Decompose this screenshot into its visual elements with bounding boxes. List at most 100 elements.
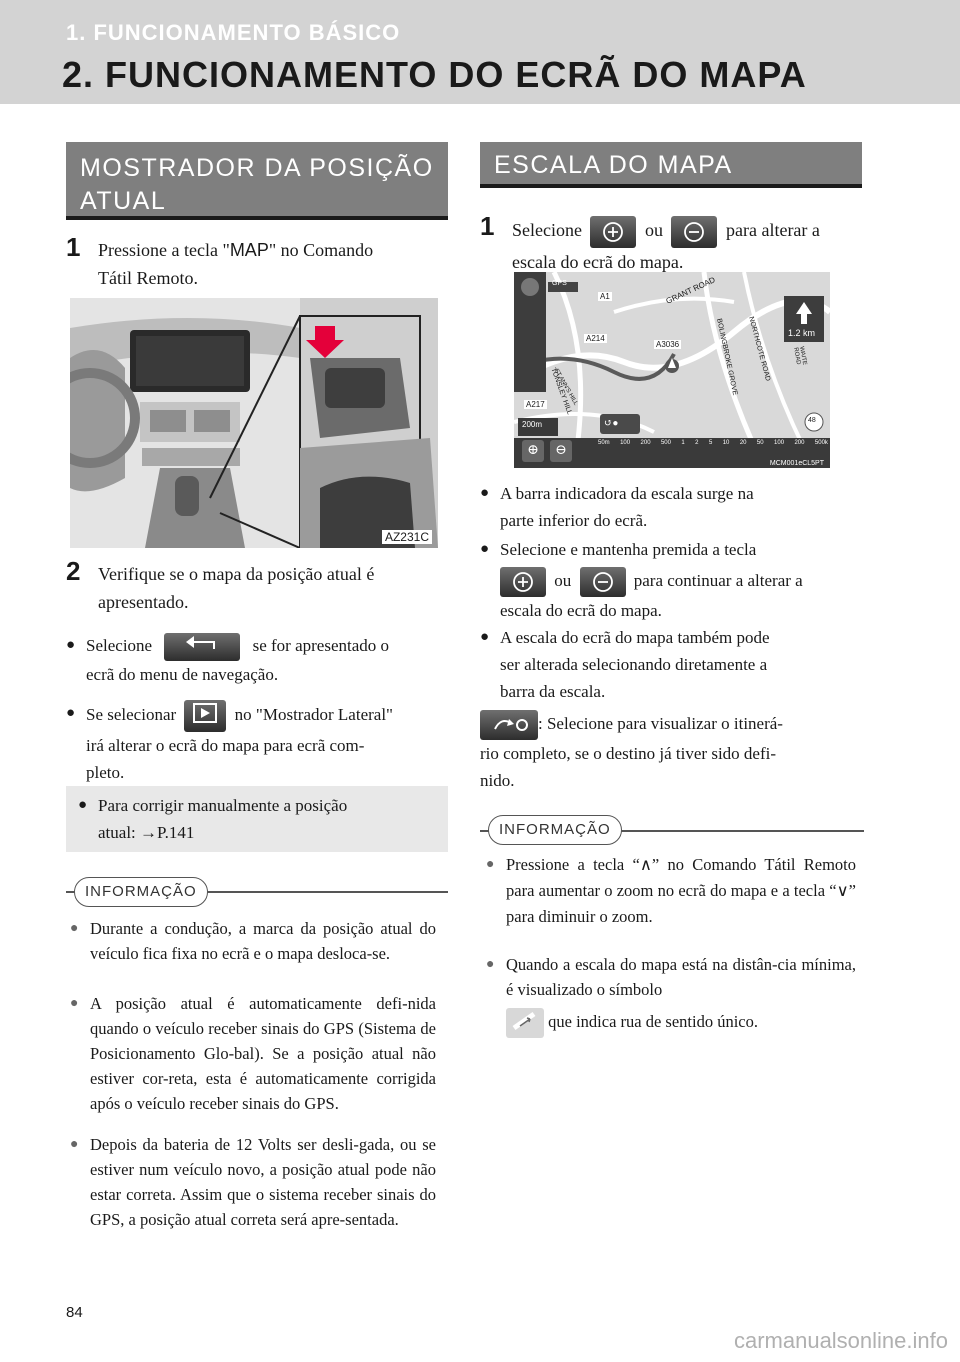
step1-text-a: Pressione a tecla " (98, 240, 230, 260)
scale-tick-label[interactable]: 50 (756, 440, 764, 446)
text: se for apresentado o (252, 636, 390, 655)
scale-tick-label[interactable]: 10 (722, 440, 730, 446)
info-item-2: ● A posição atual é automaticamente defi-… (70, 991, 436, 1116)
back-button[interactable] (164, 633, 241, 662)
bullet-dot-icon: ● (70, 921, 79, 936)
back-arrow-icon (186, 636, 216, 650)
map-screenshot: GPS A1 A214 A3036 A217 GRANT ROAD TONSLE… (514, 272, 830, 468)
text: irá alterar o ecrã do mapa para ecrã com… (86, 736, 365, 755)
section-title: 1. FUNCIONAMENTO BÁSICO (66, 20, 401, 45)
scale-tick-label[interactable]: 200 (640, 440, 651, 446)
text: Para corrigir manualmente a posição (98, 796, 348, 815)
text: Selecione e mantenha premida a tecla (500, 540, 757, 559)
scale-tick-label[interactable]: 50m (598, 440, 610, 446)
scale-tick-label[interactable]: 20 (739, 440, 747, 446)
map-road-label: A217 (524, 400, 547, 409)
bullet-direct-select: ● A escala do ecrã do mapa também pode s… (480, 624, 864, 705)
text: Selecione (86, 636, 153, 655)
info-divider (66, 891, 448, 893)
map-road-label: A1 (598, 292, 612, 301)
text: Se selecionar (86, 704, 177, 724)
fullscreen-button[interactable] (184, 700, 227, 732)
left-step2-text: Verifique se o mapa da posição atual é a… (98, 560, 448, 616)
bullet-dot-icon: ● (480, 485, 490, 501)
bullet-side-display: ● Se selecionar no "Mostrador Lateral" i… (66, 700, 448, 786)
text[interactable]: atual: →P.141 (98, 823, 195, 842)
zoom-out-button[interactable] (671, 216, 718, 248)
text: barra da escala. (500, 682, 606, 701)
text: ou (644, 220, 663, 241)
map-illustration (514, 272, 830, 468)
route-overview-icon (494, 719, 528, 732)
heading-current-position: MOSTRADOR DA POSIÇÃO ATUAL (66, 142, 448, 220)
scale-tick-label[interactable]: 500k (814, 440, 828, 446)
scale-tick-label[interactable]: 100 (774, 440, 785, 446)
zoom-out-button[interactable] (579, 567, 626, 598)
step1-text-b: " no Comando (268, 240, 374, 260)
scale-tick-label[interactable]: 2 (695, 440, 699, 446)
info-divider (480, 830, 864, 832)
note-box: ● Para corrigir manualmente a posição at… (66, 786, 448, 852)
scale-tick-label[interactable]: 500 (660, 440, 671, 446)
info-item-1: ●Durante a condução, a marca da posição … (70, 916, 436, 966)
map-route-overview-icon[interactable]: ↺● (604, 418, 619, 429)
bullet-dot-icon: ● (486, 857, 495, 872)
zoom-in-button[interactable] (500, 567, 546, 598)
bullet-dot-icon: ● (480, 629, 490, 645)
text: nido. (480, 771, 515, 791)
text: A posição atual é automaticamente defi-n… (90, 994, 436, 1113)
info-item-3: ● Depois da bateria de 12 Volts ser desli… (70, 1132, 436, 1232)
text: : Selecione para visualizar o itinerá- (538, 714, 783, 733)
map-road-label: A3036 (654, 340, 682, 349)
text: Depois da bateria de 12 Volts ser desli-… (90, 1135, 436, 1229)
text: escala do ecrã do mapa. (512, 252, 684, 272)
page-title: 2. FUNCIONAMENTO DO ECRÃ DO MAPA (62, 54, 807, 95)
step2-text-a: Verifique se o mapa da posição atual é (98, 564, 375, 584)
bullet-dot-icon: ● (70, 996, 79, 1011)
scale-tick-label[interactable]: 200 (794, 440, 805, 446)
text: parte inferior do ecrã. (500, 511, 648, 530)
text: A escala do ecrã do mapa também pode (500, 628, 770, 647)
text: ou (554, 571, 572, 590)
page-header: 1. FUNCIONAMENTO BÁSICO 2. FUNCIONAMENTO… (0, 0, 960, 104)
text: pleto. (86, 763, 125, 782)
map-image-label: MCM001eCL5PT (767, 460, 826, 467)
map-gps-label: GPS (552, 280, 567, 287)
down-key-icon: ∨ (836, 882, 849, 900)
bullet-back: ● Selecione se for apresentado o ecrã do… (66, 632, 448, 688)
car-interior-image: AZ231C (70, 298, 438, 548)
step-number: 2 (66, 556, 81, 586)
left-step1-text: Pressione a tecla "MAP" no Comando Tátil… (98, 236, 450, 292)
watermark: carmanualsonline.info (733, 1328, 948, 1353)
route-overview-text: : Selecione para visualizar o itinerá- r… (480, 710, 864, 794)
zoom-in-icon (603, 222, 624, 242)
bullet-dot-icon: ● (70, 1137, 79, 1152)
bullet-dot-icon: ● (66, 637, 76, 653)
text: Pressione a tecla “ (506, 855, 640, 874)
fullscreen-icon (193, 703, 218, 723)
map-scale-indicator[interactable]: 1.2 km (788, 328, 816, 338)
map-scale-bar[interactable]: 50m 100 200 500 1 2 5 10 20 50 100 200 500k (598, 440, 828, 446)
info-item-1: ●Pressione a tecla “∧” no Comando Tátil … (486, 852, 856, 929)
zoom-out-icon (684, 222, 705, 242)
text: Quando a escala do mapa está na distân-c… (506, 955, 856, 999)
up-key-icon: ∧ (639, 856, 652, 874)
zoom-in-button[interactable] (590, 216, 637, 248)
map-road-label: A214 (584, 334, 607, 343)
route-overview-button[interactable] (480, 710, 538, 741)
map-key-label: MAP (229, 240, 269, 260)
text: ” para diminuir o zoom. (506, 881, 856, 926)
scale-tick-label[interactable]: 100 (620, 440, 631, 446)
zoom-in-icon (513, 572, 533, 592)
step-number: 1 (66, 232, 81, 262)
image-label: AZ231C (381, 530, 432, 544)
step2-text-b: apresentado. (98, 592, 189, 612)
step-number: 1 (480, 211, 495, 241)
map-zoom-in-icon[interactable]: ⊕ (527, 443, 539, 458)
console-illustration (70, 298, 438, 548)
map-zoom-out-icon[interactable]: ⊖ (555, 443, 567, 458)
step1-text-c: Tátil Remoto. (98, 268, 198, 288)
scale-tick-label[interactable]: 1 (681, 440, 685, 446)
scale-tick-label[interactable]: 5 (708, 440, 713, 446)
one-way-street-icon (506, 1008, 544, 1038)
